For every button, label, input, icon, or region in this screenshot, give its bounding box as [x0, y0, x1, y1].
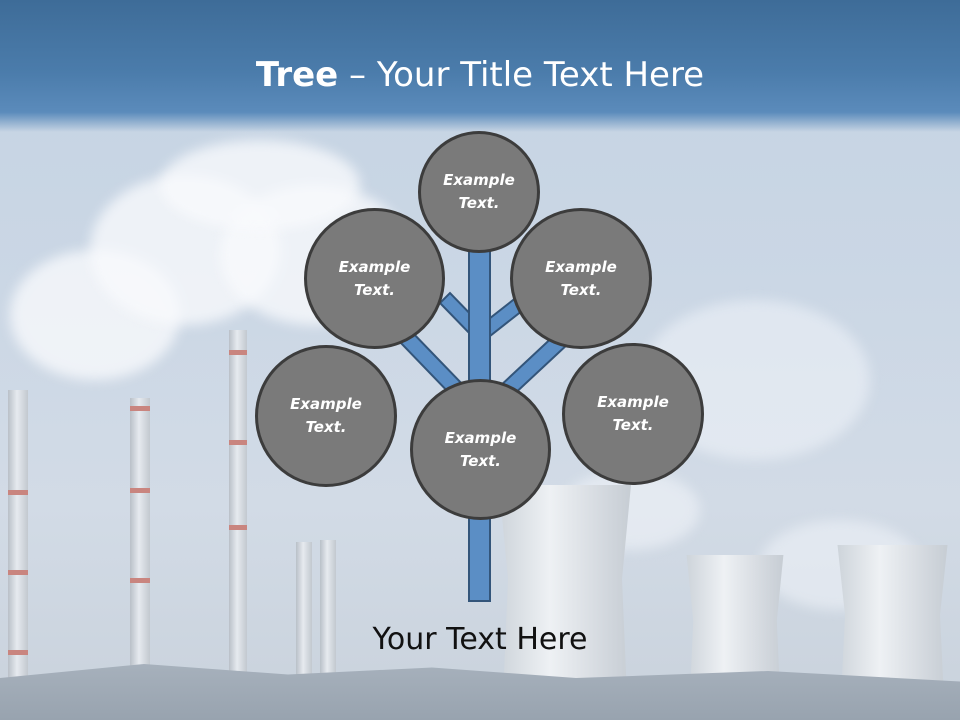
- tree-node-label: Example Text.: [597, 393, 669, 434]
- slide-title: Tree – Your Title Text Here: [0, 52, 960, 98]
- tree-node-label: Example Text.: [338, 257, 411, 299]
- tree-node-label: Example Text.: [545, 257, 617, 299]
- tree-node-lower-left: Example Text.: [255, 345, 397, 487]
- title-bold: Tree: [255, 55, 339, 95]
- tree-node-label: Example Text.: [443, 171, 515, 212]
- tree-node-top: Example Text.: [418, 131, 540, 253]
- tree-node-trunk: Example Text.: [410, 379, 551, 520]
- tree-node-label: Example Text.: [444, 428, 517, 470]
- slide-caption: Your Text Here: [372, 622, 588, 657]
- tree-node-lower-right: Example Text.: [562, 343, 704, 485]
- title-band: [0, 0, 960, 132]
- landscape: [0, 664, 960, 720]
- tree-node-label: Example Text.: [290, 395, 362, 436]
- title-rest: – Your Title Text Here: [338, 55, 705, 95]
- tree-node-upper-left: Example Text.: [304, 208, 445, 349]
- tree-node-upper-right: Example Text.: [510, 208, 652, 349]
